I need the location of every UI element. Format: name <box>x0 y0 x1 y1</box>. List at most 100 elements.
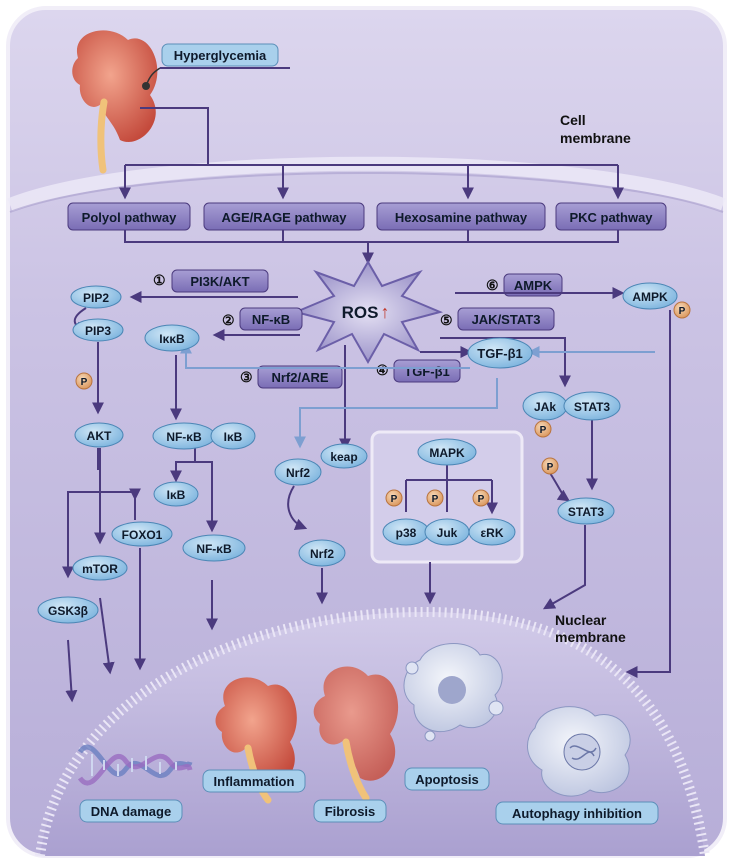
svg-text:IκκB: IκκB <box>159 332 185 346</box>
signal-jak-stat3: ⑤ JAK/STAT3 <box>440 307 555 331</box>
apoptosis-box <box>404 767 490 791</box>
node-gsk3b <box>37 596 99 624</box>
svg-text:P: P <box>540 425 547 436</box>
node-akt <box>74 422 124 448</box>
svg-text:TGF-β1: TGF-β1 <box>404 364 450 379</box>
hyperglycemia-kidney-image <box>72 30 158 174</box>
signal-pi3k-akt: ① PI3K/AKT <box>153 269 269 293</box>
node-stat3-a <box>563 391 621 421</box>
apoptosis-cell-image <box>403 643 504 742</box>
fibrosis-kidney-image <box>313 666 399 802</box>
autophagy-cell-image <box>527 706 631 797</box>
svg-text:Hexosamine pathway: Hexosamine pathway <box>395 210 528 225</box>
node-pip2 <box>70 285 122 309</box>
hyperglycemia-label-box <box>161 43 279 67</box>
svg-text:⑤: ⑤ <box>440 312 453 328</box>
phospho-jak <box>534 420 552 438</box>
svg-text:PIP3: PIP3 <box>85 324 111 338</box>
svg-text:mTOR: mTOR <box>82 562 118 576</box>
node-ikb <box>153 481 199 507</box>
svg-text:⑥: ⑥ <box>486 277 499 293</box>
svg-text:P: P <box>391 494 398 505</box>
ros-up-arrow: ↑ <box>381 302 390 322</box>
node-nrf2-a <box>274 458 322 486</box>
phospho-stat3 <box>541 457 559 475</box>
signal-nf-kb: ② NF-κB <box>222 307 303 331</box>
svg-text:STAT3: STAT3 <box>574 400 611 414</box>
cell-membrane-band <box>7 156 726 212</box>
nuclear-membrane-label-2: membrane <box>555 629 626 645</box>
nuclear-membrane-label-1: Nuclear <box>555 612 607 628</box>
svg-text:FOXO1: FOXO1 <box>122 528 163 542</box>
phospho-erk <box>472 489 490 507</box>
svg-text:Nrf2: Nrf2 <box>310 547 334 561</box>
ros-star: ROS ↑ <box>292 260 444 365</box>
autophagy-label: Autophagy inhibition <box>512 806 642 821</box>
svg-text:P: P <box>547 462 554 473</box>
node-stat3-b <box>557 497 615 525</box>
svg-text:p38: p38 <box>396 526 417 540</box>
node-erk <box>468 518 516 546</box>
svg-text:AMPK: AMPK <box>632 290 668 304</box>
svg-text:PKC pathway: PKC pathway <box>569 210 653 225</box>
signal-ampk: ⑥ AMPK <box>486 273 563 297</box>
svg-text:P: P <box>81 377 88 388</box>
svg-text:AGE/RAGE pathway: AGE/RAGE pathway <box>222 210 348 225</box>
pathway-polyol: Polyol pathway <box>67 202 191 231</box>
dna-damage-label: DNA damage <box>91 804 171 819</box>
svg-text:IκB: IκB <box>224 430 243 444</box>
svg-text:STAT3: STAT3 <box>568 505 605 519</box>
inflammation-label: Inflammation <box>214 774 295 789</box>
svg-text:IκB: IκB <box>167 488 186 502</box>
svg-text:Juk: Juk <box>437 526 458 540</box>
phospho-ampk <box>673 301 691 319</box>
node-keap <box>320 443 368 469</box>
svg-text:JAk: JAk <box>534 400 556 414</box>
svg-text:③: ③ <box>240 369 253 385</box>
svg-text:MAPK: MAPK <box>429 446 465 460</box>
svg-text:NF-κB: NF-κB <box>196 542 232 556</box>
apoptosis-label: Apoptosis <box>415 772 479 787</box>
pathway-pkc: PKC pathway <box>555 202 667 231</box>
svg-text:keap: keap <box>330 450 357 464</box>
nuclear-membrane <box>35 606 710 857</box>
dna-helix-image <box>77 744 193 786</box>
svg-text:TGF-β1: TGF-β1 <box>477 346 523 361</box>
node-nrf2-b <box>298 539 346 567</box>
svg-text:④: ④ <box>376 362 389 378</box>
svg-text:NF-κB: NF-κB <box>166 430 202 444</box>
svg-text:JAK/STAT3: JAK/STAT3 <box>472 312 541 327</box>
cell-membrane-label-1: Cell <box>560 112 586 128</box>
node-mapk <box>417 438 477 466</box>
inflammation-box <box>202 769 306 793</box>
svg-text:AMPK: AMPK <box>514 278 553 293</box>
svg-text:Polyol pathway: Polyol pathway <box>82 210 177 225</box>
pathway-age-rage: AGE/RAGE pathway <box>203 202 365 231</box>
svg-text:NF-κB: NF-κB <box>252 312 290 327</box>
svg-text:εRK: εRK <box>480 526 503 540</box>
svg-text:Nrf2/ARE: Nrf2/ARE <box>271 370 328 385</box>
svg-text:AKT: AKT <box>87 429 112 443</box>
dna-damage-box <box>79 799 183 823</box>
node-tgf-b1 <box>467 337 533 369</box>
svg-text:Nrf2: Nrf2 <box>286 466 310 480</box>
fibrosis-label: Fibrosis <box>325 804 376 819</box>
svg-text:PI3K/AKT: PI3K/AKT <box>190 274 249 289</box>
phospho-akt <box>75 372 93 390</box>
svg-text:PIP2: PIP2 <box>83 291 109 305</box>
ros-label: ROS <box>342 303 379 322</box>
svg-text:GSK3β: GSK3β <box>48 604 88 618</box>
cell-membrane-label-2: membrane <box>560 130 631 146</box>
node-ampk <box>622 282 678 310</box>
node-ikb-complex <box>210 422 256 450</box>
autophagy-box <box>495 801 659 825</box>
node-mtor <box>72 555 128 581</box>
hyperglycemia-label: Hyperglycemia <box>174 48 267 63</box>
svg-text:①: ① <box>153 272 166 288</box>
node-nfkb <box>182 534 246 562</box>
svg-text:②: ② <box>222 312 235 328</box>
node-foxo1 <box>111 521 173 547</box>
fibrosis-box <box>313 799 387 823</box>
